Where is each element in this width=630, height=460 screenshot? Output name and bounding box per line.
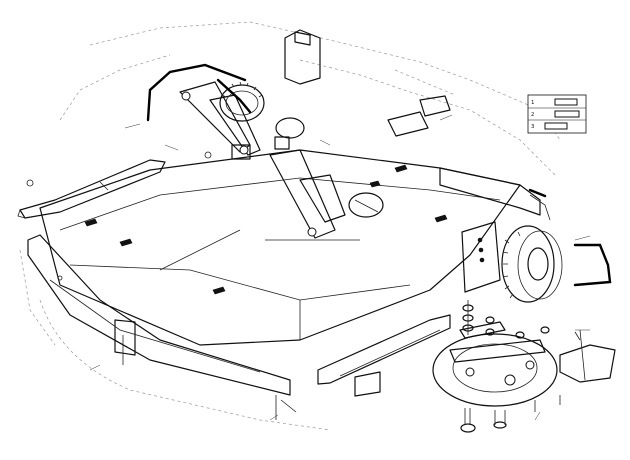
background-ghost-outline [19,21,561,431]
hardware-stack [462,300,550,339]
upper-housing [284,29,451,137]
fasteners [26,151,561,420]
left-bracket-bar [17,159,166,219]
legend-box: 1 2 3 [527,94,587,134]
legend-row-2-code: 2 [531,112,534,118]
lift-linkage [179,81,346,239]
blade-spindle-assembly [432,321,558,433]
deck-front-skirt [27,234,291,396]
blade-guard [559,329,616,383]
upper-pulley [219,81,265,122]
deck-right-skirt [317,314,451,397]
right-arm [439,167,551,221]
legend-row-3-code: 3 [531,124,534,130]
deck-main-plate [39,149,521,346]
access-covers [231,117,384,218]
control-rods [146,63,612,287]
legend-row-1-code: 1 [531,100,534,106]
callout-labels [89,114,591,421]
gauge-wheel [461,221,563,303]
